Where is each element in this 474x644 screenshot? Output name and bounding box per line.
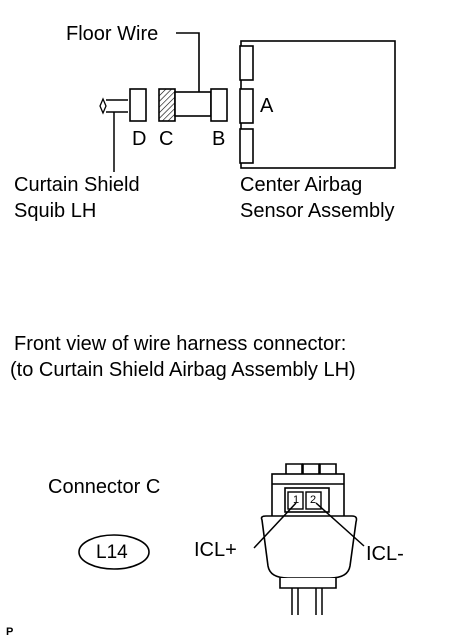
icl-plus-label: ICL+ [194, 539, 237, 561]
sensor-tab-1 [239, 45, 254, 81]
squib-label-line1: Curtain Shield [14, 174, 140, 196]
floor-wire-label: Floor Wire [66, 23, 159, 45]
icl-plus-leader [253, 502, 297, 549]
sensor-label-line2: Sensor Assembly [240, 200, 395, 222]
connector-wires [291, 588, 323, 615]
sensor-assembly-box [240, 40, 396, 169]
connector-d [129, 88, 147, 122]
sensor-tab-3 [239, 128, 254, 164]
pin-1-cavity [287, 491, 304, 510]
connector-c-title: Connector C [48, 476, 161, 498]
connector-b-label: B [212, 128, 226, 150]
connector-b [210, 88, 228, 122]
sensor-tab-a [239, 88, 254, 124]
squib-lead [99, 97, 107, 115]
squib-label-line2: Squib LH [14, 200, 97, 222]
connector-c [158, 88, 176, 122]
connector-a-label: A [260, 95, 274, 117]
icl-minus-label: ICL- [366, 543, 404, 565]
connector-c-label: C [159, 128, 174, 150]
floor-wire-body [174, 91, 212, 117]
caption-line1: Front view of wire harness connector: [14, 333, 347, 355]
icl-minus-leader [315, 502, 365, 547]
l14-ellipse [78, 534, 150, 570]
pin-2-label: 2 [310, 494, 317, 506]
corner-mark: P [6, 626, 14, 638]
caption-line2: (to Curtain Shield Airbag Assembly LH) [10, 359, 356, 381]
sensor-label-line1: Center Airbag [240, 174, 363, 196]
connector-code-label: L14 [96, 542, 128, 563]
pin-1-label: 1 [293, 494, 300, 506]
floor-wire-leader [176, 32, 200, 92]
connector-d-label: D [132, 128, 147, 150]
